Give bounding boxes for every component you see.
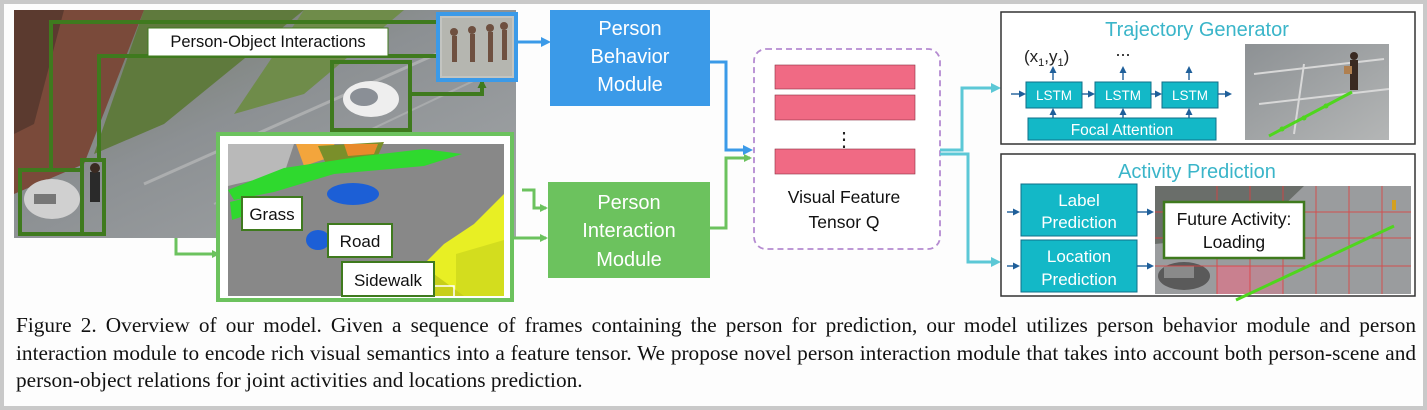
label-prediction-line1: Label xyxy=(1058,191,1100,210)
interaction-arrow-1 xyxy=(49,17,445,170)
tensor-label-line1: Visual Feature xyxy=(788,187,901,207)
tensor-to-activity-arrow xyxy=(940,152,1001,267)
person-behavior-module xyxy=(550,10,710,106)
road-label-box xyxy=(327,223,393,258)
overview-diagram: Person-Object Interactions Grass Road Si… xyxy=(14,10,1416,302)
grass-label-box xyxy=(241,196,303,231)
interaction-arrow-3 xyxy=(410,79,487,96)
lstm-cell-1 xyxy=(1025,81,1083,109)
caption-text: Figure 2. Overview of our model. Given a… xyxy=(16,313,1416,392)
location-prediction-line2: Prediction xyxy=(1041,270,1117,289)
tensor-bar-1 xyxy=(774,64,916,90)
label-prediction-box xyxy=(1020,183,1138,237)
interaction-to-tensor-arrow xyxy=(710,154,752,230)
person-frames xyxy=(436,12,518,82)
future-activity-line2: Loading xyxy=(1203,232,1265,252)
trajectory-photo xyxy=(1245,44,1390,140)
figure-caption: Figure 2. Overview of our model. Given a… xyxy=(16,312,1416,395)
figure-frame: Person-Object Interactions Grass Road Si… xyxy=(4,4,1423,406)
scene-to-segmentation-arrow xyxy=(174,238,220,258)
focal-attention-label: Focal Attention xyxy=(1071,122,1174,139)
interactions-label: Person-Object Interactions xyxy=(170,33,365,51)
location-prediction-line1: Location xyxy=(1047,247,1111,266)
interactions-label-box xyxy=(147,27,389,57)
grass-label: Grass xyxy=(249,205,294,224)
future-activity-box xyxy=(1162,200,1306,260)
tensor-bar-2 xyxy=(774,94,916,121)
trajectory-title: Trajectory Generator xyxy=(1105,19,1289,41)
lstm-cell-3-label: LSTM xyxy=(1172,88,1208,103)
behavior-module-line2: Behavior xyxy=(591,46,670,68)
focal-attention-box xyxy=(1027,117,1217,141)
lstm-cell-2-label: LSTM xyxy=(1105,88,1141,103)
interaction-module-line2: Interaction xyxy=(582,220,675,242)
behavior-module-line1: Person xyxy=(598,18,661,40)
sidewalk-label-box xyxy=(341,261,435,297)
interaction-module-line1: Person xyxy=(597,192,660,214)
label-prediction-line2: Prediction xyxy=(1041,213,1117,232)
lstm-cell-2 xyxy=(1094,81,1152,109)
tensor-to-trajectory-arrow xyxy=(940,83,1001,152)
future-activity-line1: Future Activity: xyxy=(1177,209,1292,229)
location-prediction-box xyxy=(1020,239,1138,293)
person-box-left xyxy=(80,158,106,236)
scene-to-interaction-arrow xyxy=(522,188,548,212)
interaction-module-line3: Module xyxy=(596,249,662,271)
sidewalk-label: Sidewalk xyxy=(354,271,423,290)
coord-label: (x1,y1) xyxy=(1024,47,1069,69)
person-interaction-module xyxy=(548,182,710,278)
tensor-label-line2: Tensor Q xyxy=(809,212,880,232)
road-label: Road xyxy=(340,232,381,251)
ellipsis: ... xyxy=(1115,40,1130,60)
tensor-dots: ⋮ xyxy=(834,129,854,151)
behavior-module-line3: Module xyxy=(597,74,663,96)
lstm-cell-1-label: LSTM xyxy=(1036,88,1072,103)
activity-title: Activity Prediction xyxy=(1118,161,1276,183)
behavior-to-tensor-arrow xyxy=(710,60,753,155)
tensor-bar-3 xyxy=(774,148,916,175)
